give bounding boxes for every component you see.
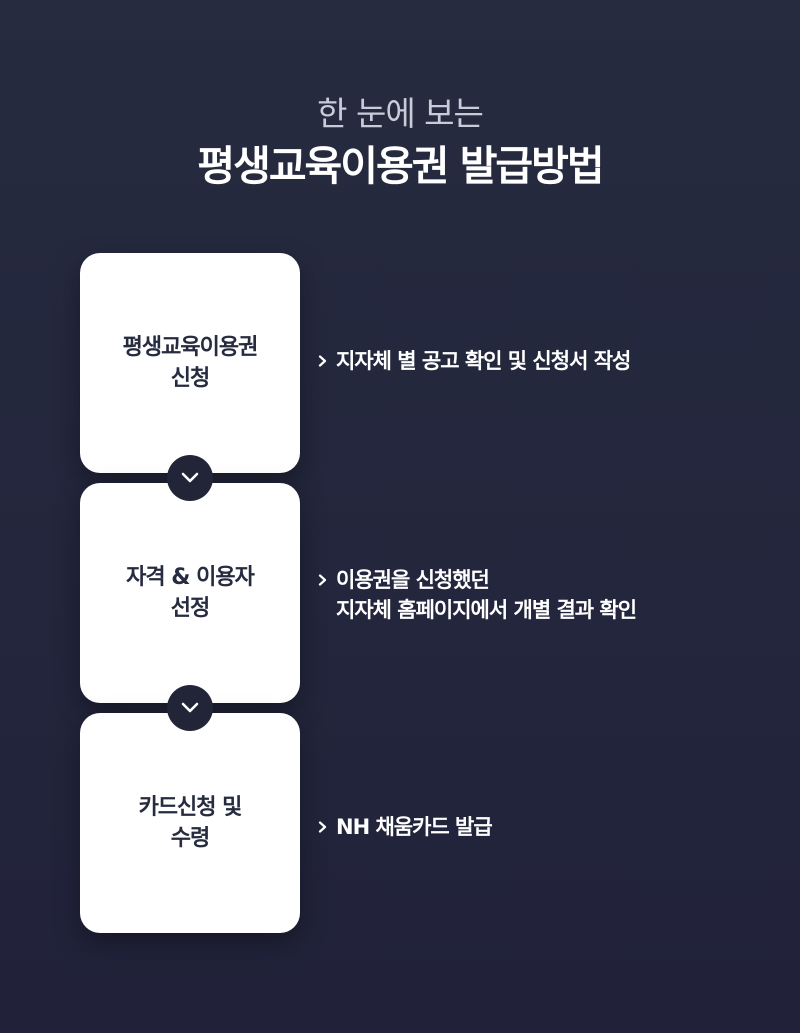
chevron-right-icon — [318, 346, 336, 376]
step-description-text: 지자체 별 공고 확인 및 신청서 작성 — [336, 349, 631, 373]
step-description-text: NH 채움카드 발급 — [336, 815, 493, 839]
page-title: 평생교육이용권 발급방법 — [197, 142, 604, 190]
chevron-right-icon — [318, 812, 336, 842]
step-card-selection: 자격 & 이용자 선정 — [80, 483, 300, 703]
chevron-right-icon — [318, 565, 336, 595]
step-description-application: 지자체 별 공고 확인 및 신청서 작성 — [318, 346, 631, 376]
step-description-card-issuance: NH 채움카드 발급 — [318, 812, 493, 842]
header: 한 눈에 보는 평생교육이용권 발급방법 — [0, 92, 800, 194]
step-card-application: 평생교육이용권 신청 — [80, 253, 300, 473]
step-description-selection: 이용권을 신청했던 지자체 홈페이지에서 개별 결과 확인 — [318, 565, 637, 625]
step-label: 평생교육이용권 신청 — [122, 335, 259, 391]
page-subtitle: 한 눈에 보는 — [317, 94, 484, 133]
step-connector — [167, 455, 213, 501]
step-label: 카드신청 및 수령 — [138, 795, 243, 851]
step-card-card-issuance: 카드신청 및 수령 — [80, 713, 300, 933]
step-connector — [167, 685, 213, 731]
chevron-down-icon — [181, 469, 199, 488]
step-label: 자격 & 이용자 선정 — [126, 565, 255, 621]
chevron-down-icon — [181, 699, 199, 718]
step-description-text: 이용권을 신청했던 지자체 홈페이지에서 개별 결과 확인 — [336, 568, 637, 622]
